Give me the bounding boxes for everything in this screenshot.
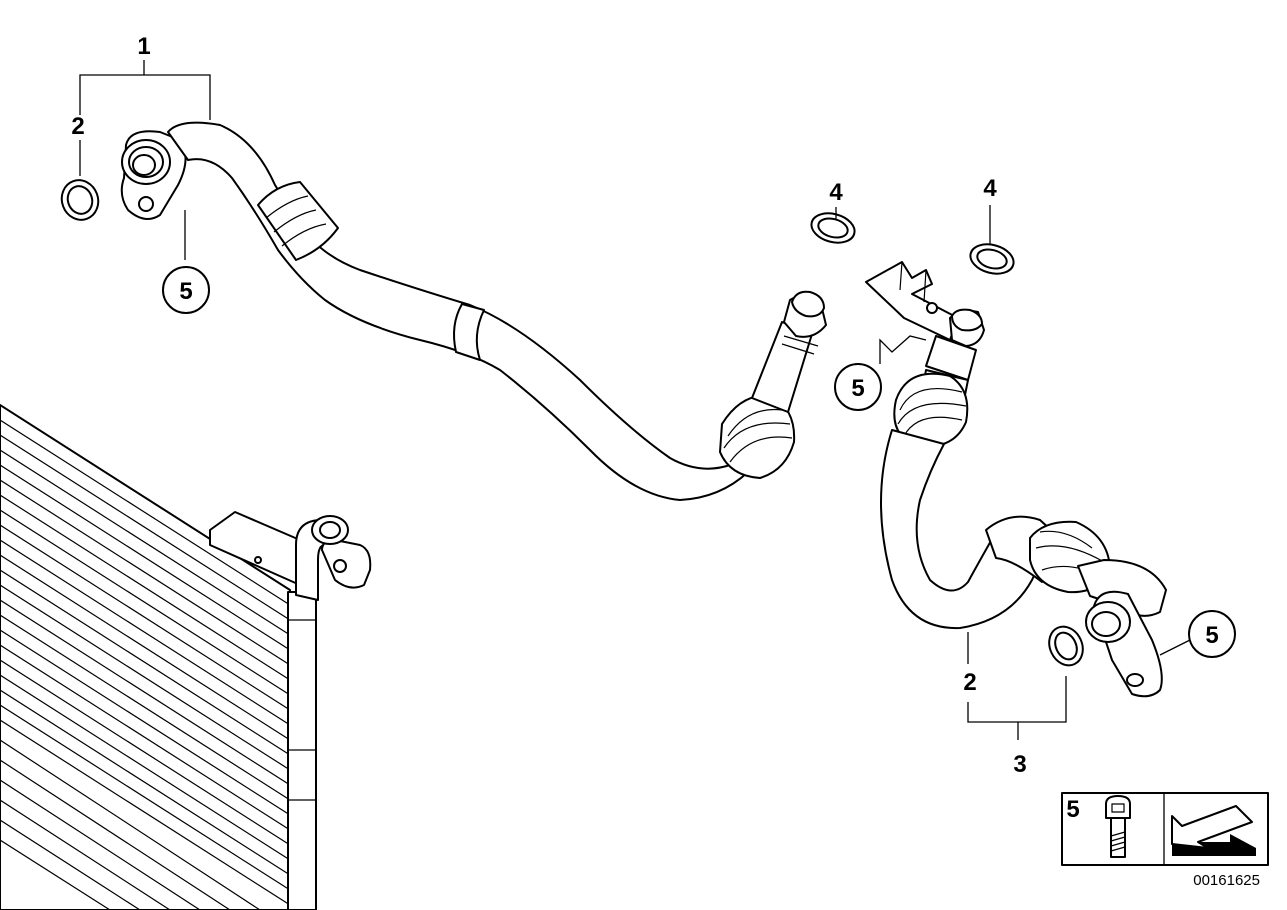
callouts: 1 2 4 4 2 3 5 5 5 — [71, 33, 1236, 778]
radiator-fins — [0, 419, 291, 910]
callout-5-middle: 5 — [834, 363, 882, 411]
seal-ring-middle-right — [969, 243, 1015, 275]
callout-1: 1 — [137, 33, 150, 60]
callout-5-lower-right: 5 — [1188, 610, 1236, 658]
screw-icon — [1105, 795, 1131, 858]
radiator — [0, 404, 372, 910]
legend-box: 5 — [1061, 792, 1269, 866]
callout-4-right: 4 — [983, 175, 997, 202]
svg-text:5: 5 — [1205, 622, 1218, 649]
direction-arrow-icon — [1171, 805, 1256, 856]
svg-text:5: 5 — [851, 375, 864, 402]
seal-ring-lower — [1048, 625, 1084, 667]
callout-2-upper: 2 — [71, 113, 84, 140]
callout-4-left: 4 — [829, 179, 843, 206]
seal-ring-middle-left — [810, 212, 856, 244]
callout-2-lower: 2 — [963, 669, 976, 696]
diagram-code: 00161625 — [1193, 872, 1260, 889]
legend-callout-5: 5 — [1066, 796, 1079, 823]
seal-ring-upper-left — [60, 179, 100, 221]
callout-3: 3 — [1013, 751, 1026, 778]
callout-5-upper-left: 5 — [162, 266, 210, 314]
oil-cooler-hose-upper — [120, 121, 827, 501]
svg-text:5: 5 — [179, 278, 192, 305]
leader-lines — [79, 60, 1191, 740]
oil-cooler-hose-lower — [865, 261, 1167, 698]
